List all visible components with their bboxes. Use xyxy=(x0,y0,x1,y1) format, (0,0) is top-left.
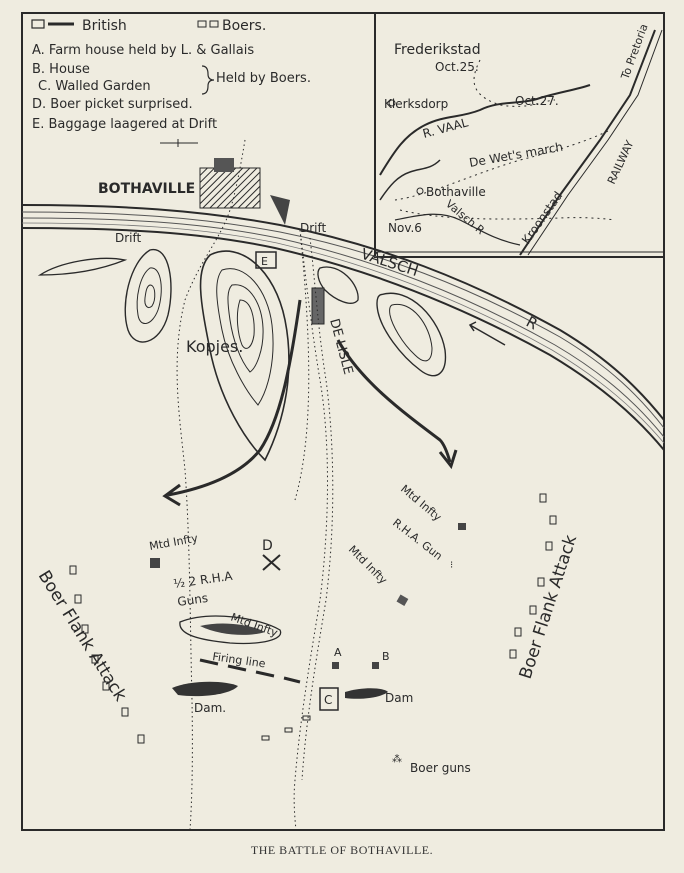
map-frame xyxy=(21,12,665,831)
label-drift-west: Drift xyxy=(115,231,142,245)
farm-house-a xyxy=(332,662,339,669)
unit-mtd-infty-2 xyxy=(396,594,409,606)
legend-british: British xyxy=(82,18,127,34)
label-c: C xyxy=(324,693,332,707)
dam-east xyxy=(345,688,388,699)
baggage-box xyxy=(255,251,277,269)
arrow-west-advance xyxy=(167,299,302,497)
arrow-east-advance xyxy=(336,339,452,463)
label-bothaville: BOTHAVILLE xyxy=(98,181,195,197)
label-mtd-infty-4: Mtd Infty xyxy=(229,611,280,640)
label-half-rha: ½ 2 R.H.A xyxy=(172,569,234,591)
unit-mtd-infty-3 xyxy=(150,558,160,568)
inset-frederikstad: Frederikstad xyxy=(394,42,481,58)
road-west xyxy=(176,139,246,831)
label-boer-flank-west: Boer Flank Attack xyxy=(34,567,131,705)
hill-west xyxy=(124,249,172,343)
inset-map: Frederikstad Oct.25. Klerksdorp Oct.27. … xyxy=(374,12,665,258)
inset-oct25: Oct.25. xyxy=(435,60,479,74)
legend: British Boers. A. Farm house held by L. … xyxy=(31,18,311,147)
british-symbol-icon xyxy=(31,19,45,29)
label-drift-east: Drift xyxy=(300,221,327,235)
inset-oct27: Oct.27. xyxy=(515,94,559,108)
firing-line xyxy=(199,658,301,684)
boer-positions-east xyxy=(509,493,557,659)
inset-klerksdorp: Klerksdorp xyxy=(384,97,448,111)
label-mtd-infty-2: Mtd Infty xyxy=(346,543,390,587)
klerksdorp-dot xyxy=(388,99,396,107)
label-e: E xyxy=(261,255,268,268)
hill-east xyxy=(376,292,447,377)
boer-symbol-icon-2 xyxy=(209,20,219,28)
de-lisle-column xyxy=(311,287,325,325)
bothaville-town xyxy=(199,167,261,209)
boer-marker-3 xyxy=(302,715,311,721)
label-guns: Guns xyxy=(176,591,208,609)
hill-mtd-infty xyxy=(179,615,282,645)
label-r: R xyxy=(523,313,541,334)
label-a: A xyxy=(334,646,342,659)
label-mtd-infty-1: Mtd Infty xyxy=(398,482,444,524)
label-boer-flank-east: Boer Flank Attack xyxy=(516,532,581,681)
inset-vaal-river xyxy=(379,84,591,176)
valsch-river-bank-south xyxy=(21,227,665,451)
unit-mtd-infty-1 xyxy=(458,523,466,530)
walled-garden-c xyxy=(319,687,339,711)
inset-valsch-river xyxy=(394,213,521,246)
label-dam-west: Dam. xyxy=(194,701,226,715)
legend-a: A. Farm house held by L. & Gallais xyxy=(32,43,254,58)
legend-bc-note: Held by Boers. xyxy=(216,71,311,86)
label-d: D xyxy=(262,538,273,554)
legend-e: E. Baggage laagered at Drift xyxy=(32,117,217,132)
inset-bothaville: Bothaville xyxy=(426,185,486,199)
label-dam-east: Dam xyxy=(385,691,413,705)
house-b xyxy=(372,662,379,669)
legend-c: C. Walled Garden xyxy=(38,79,151,94)
label-boer-guns: Boer guns xyxy=(410,761,471,775)
label-rha-gun: R.H.A. Gun xyxy=(390,516,445,563)
river-flow-arrow xyxy=(469,324,506,346)
label-b: B xyxy=(382,650,390,663)
drift-marker xyxy=(270,195,290,225)
hill-river-small xyxy=(317,266,359,304)
legend-boers: Boers. xyxy=(222,18,266,34)
boer-marker-1 xyxy=(261,735,270,741)
inset-nov6: Nov.6 xyxy=(388,221,422,235)
inset-frame xyxy=(374,12,665,258)
legend-d: D. Boer picket surprised. xyxy=(32,97,193,112)
boer-marker-2 xyxy=(284,727,293,733)
svg-text:⁝: ⁝ xyxy=(450,560,453,571)
boer-symbol-icon xyxy=(197,20,207,28)
boer-positions-west xyxy=(69,565,145,744)
valsch-river-bank-north xyxy=(21,204,665,421)
legend-b: B. House xyxy=(32,62,90,77)
legend-brace xyxy=(201,65,215,95)
map-caption: THE BATTLE OF BOTHAVILLE. xyxy=(250,843,434,857)
picket-cross-icon xyxy=(262,554,281,571)
dam-west xyxy=(172,681,238,697)
label-kopjes: Kopjes. xyxy=(186,337,243,356)
label-mtd-infty-3: Mtd Infty xyxy=(148,532,199,553)
road-central xyxy=(293,229,328,831)
inset-route xyxy=(473,59,556,107)
inset-bothaville-dot xyxy=(416,187,424,195)
kopjes-hills xyxy=(199,250,290,462)
hill-far-west xyxy=(37,257,128,276)
inset-railway xyxy=(519,29,656,256)
svg-text:⁂: ⁂ xyxy=(392,753,402,765)
